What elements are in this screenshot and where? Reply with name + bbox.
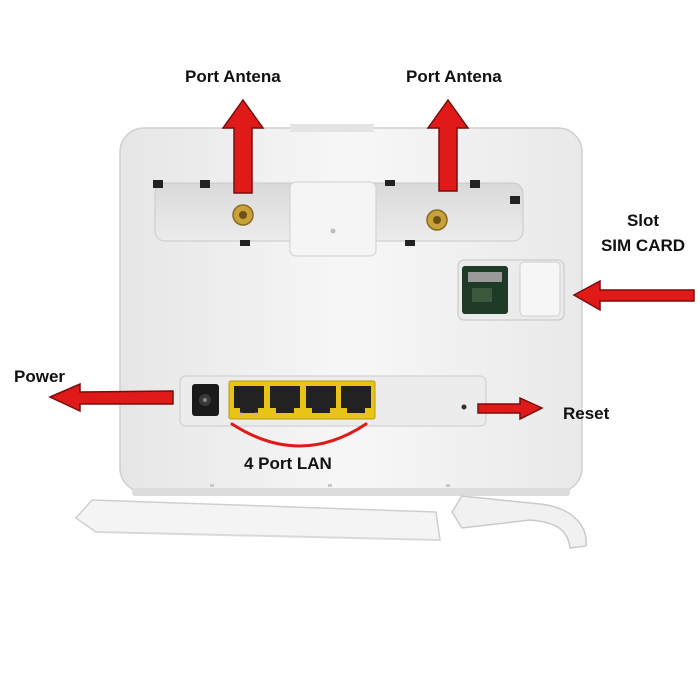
arrow-power — [48, 382, 174, 413]
label-lan: 4 Port LAN — [244, 454, 332, 473]
label-reset: Reset — [563, 404, 610, 423]
antenna-connector-left — [232, 204, 254, 226]
arrow-antenna-left — [221, 98, 265, 194]
label-sim-line1: Slot — [626, 211, 660, 230]
label-antenna-right: Port Antena — [406, 67, 502, 86]
detached-cover-right — [451, 495, 587, 549]
lan-port-3 — [306, 386, 336, 413]
lan-port-2 — [270, 386, 300, 413]
arrow-reset — [477, 396, 544, 421]
label-power: Power — [14, 367, 66, 386]
lan-port-4 — [341, 386, 371, 413]
body-vents — [210, 484, 450, 487]
arrow-sim — [572, 279, 695, 312]
lan-port-1 — [234, 386, 264, 416]
reset-pinhole — [461, 404, 467, 410]
lan-bracket-curve — [230, 422, 368, 448]
label-sim-line2: SIM CARD — [600, 236, 686, 255]
label-sim-slot: Slot SIM CARD — [588, 208, 698, 258]
power-jack — [192, 384, 219, 416]
sim-slot — [457, 259, 565, 321]
label-antenna-left: Port Antena — [185, 67, 281, 86]
lan-ports — [228, 380, 376, 420]
detached-cover-left — [74, 499, 441, 541]
arrow-antenna-right — [426, 98, 470, 192]
antenna-connector-right — [426, 209, 448, 231]
